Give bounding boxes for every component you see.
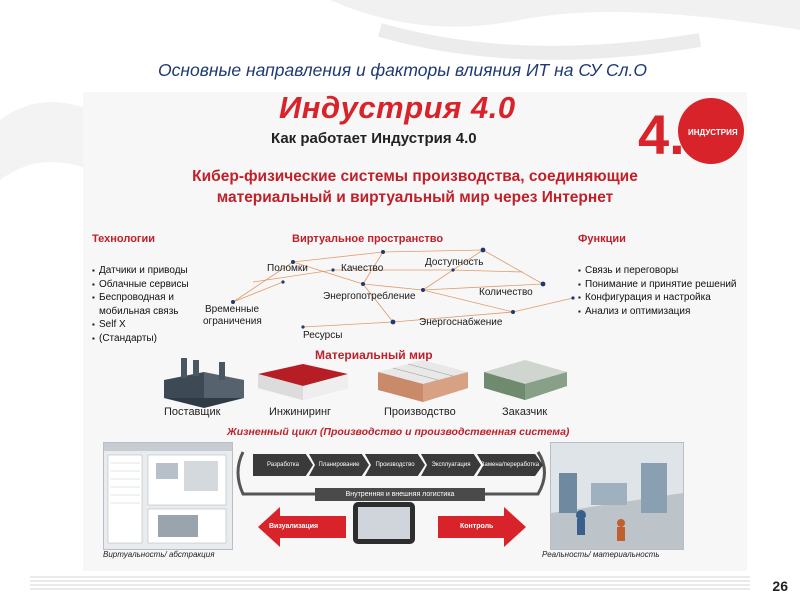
functions-heading: Функции [578, 233, 626, 245]
reality-caption: Реальность/ материальность [542, 550, 660, 559]
control-arrow [438, 507, 526, 547]
stage-planning: Планирование [309, 454, 369, 476]
control-label: Контроль [460, 523, 494, 530]
list-item: Анализ и оптимизация [578, 305, 738, 319]
building-label-customer: Заказчик [502, 406, 548, 418]
page-number: 26 [772, 578, 788, 594]
node-availability: Доступность [425, 257, 484, 268]
stage-development: Разработка [253, 454, 313, 476]
node-resources: Ресурсы [303, 330, 343, 341]
tablet-image [353, 502, 415, 544]
material-world-heading: Материальный мир [315, 348, 433, 362]
industry-4-0-logo: 4.0 ИНДУСТРИЯ [636, 96, 746, 166]
engineering-building-illustration [258, 364, 348, 400]
node-quality: Качество [341, 263, 384, 274]
virtuality-caption: Виртуальность/ абстракция [103, 550, 215, 559]
technologies-heading: Технологии [92, 233, 156, 245]
lifecycle-heading: Жизненный цикл (Производство и производс… [227, 426, 570, 438]
technologies-list: Датчики и приводы Облачные сервисы Беспр… [92, 264, 210, 345]
list-item: Связь и переговоры [578, 264, 738, 278]
building-label-supplier: Поставщик [164, 406, 221, 418]
stage-operation: Эксплуатация [421, 454, 481, 476]
cps-line-2: материальный и виртуальный мир через Инт… [216, 189, 614, 206]
virtual-network-graph [231, 247, 575, 329]
production-building-illustration [378, 360, 468, 402]
node-time-limits: Временные ограничения [203, 304, 262, 328]
list-item: Конфигурация и настройка [578, 291, 738, 305]
stage-production: Производство [365, 454, 425, 476]
infographic-subtitle: Как работает Индустрия 4.0 [271, 130, 477, 147]
building-label-engineering: Инжиниринг [269, 406, 332, 418]
list-item: Понимание и принятие решений [578, 278, 738, 292]
node-energy-supply: Энергоснабжение [419, 317, 503, 328]
node-time-limits-line1: Временные [205, 304, 260, 315]
cps-description: Кибер-физические системы производства, с… [83, 166, 747, 208]
logo-number: 4.0 [638, 103, 716, 166]
supplier-factory-illustration [164, 358, 244, 408]
list-item: Облачные сервисы [92, 278, 210, 292]
footer-decoration [30, 576, 750, 590]
node-breakdowns: Поломки [267, 263, 308, 274]
slide-title: Основные направления и факторы влияния И… [158, 60, 648, 80]
visualization-arrow [258, 507, 346, 547]
lifecycle-stages: Разработка Планирование Производство Экс… [253, 454, 543, 476]
cps-line-1: Кибер-физические системы производства, с… [192, 168, 638, 185]
list-item: Беспроводная и мобильная связь [92, 291, 210, 318]
stage-replacement: Заменa/переработка [477, 454, 543, 476]
building-label-production: Производство [384, 406, 456, 418]
visualization-label: Визуализация [269, 523, 319, 530]
list-item: Self X [92, 318, 210, 332]
logo-text: ИНДУСТРИЯ [688, 128, 738, 137]
customer-building-illustration [484, 360, 567, 400]
node-quantity: Количество [479, 287, 533, 298]
industry-4-0-infographic: Индустрия 4.0 Как работает Индустрия 4.0… [83, 92, 747, 571]
virtual-space-heading: Виртуальное пространство [292, 233, 444, 245]
node-energy-consumption: Энергопотребление [323, 291, 416, 302]
software-screenshot-image [103, 442, 233, 550]
list-item: (Стандарты) [92, 332, 210, 346]
list-item: Датчики и приводы [92, 264, 210, 278]
infographic-title: Индустрия 4.0 [279, 92, 516, 125]
factory-floor-image [550, 442, 684, 550]
logistics-bar: Внутренняя и внешняя логистика [315, 488, 485, 501]
functions-list: Связь и переговоры Понимание и принятие … [578, 264, 738, 318]
node-time-limits-line2: ограничения [203, 316, 262, 327]
